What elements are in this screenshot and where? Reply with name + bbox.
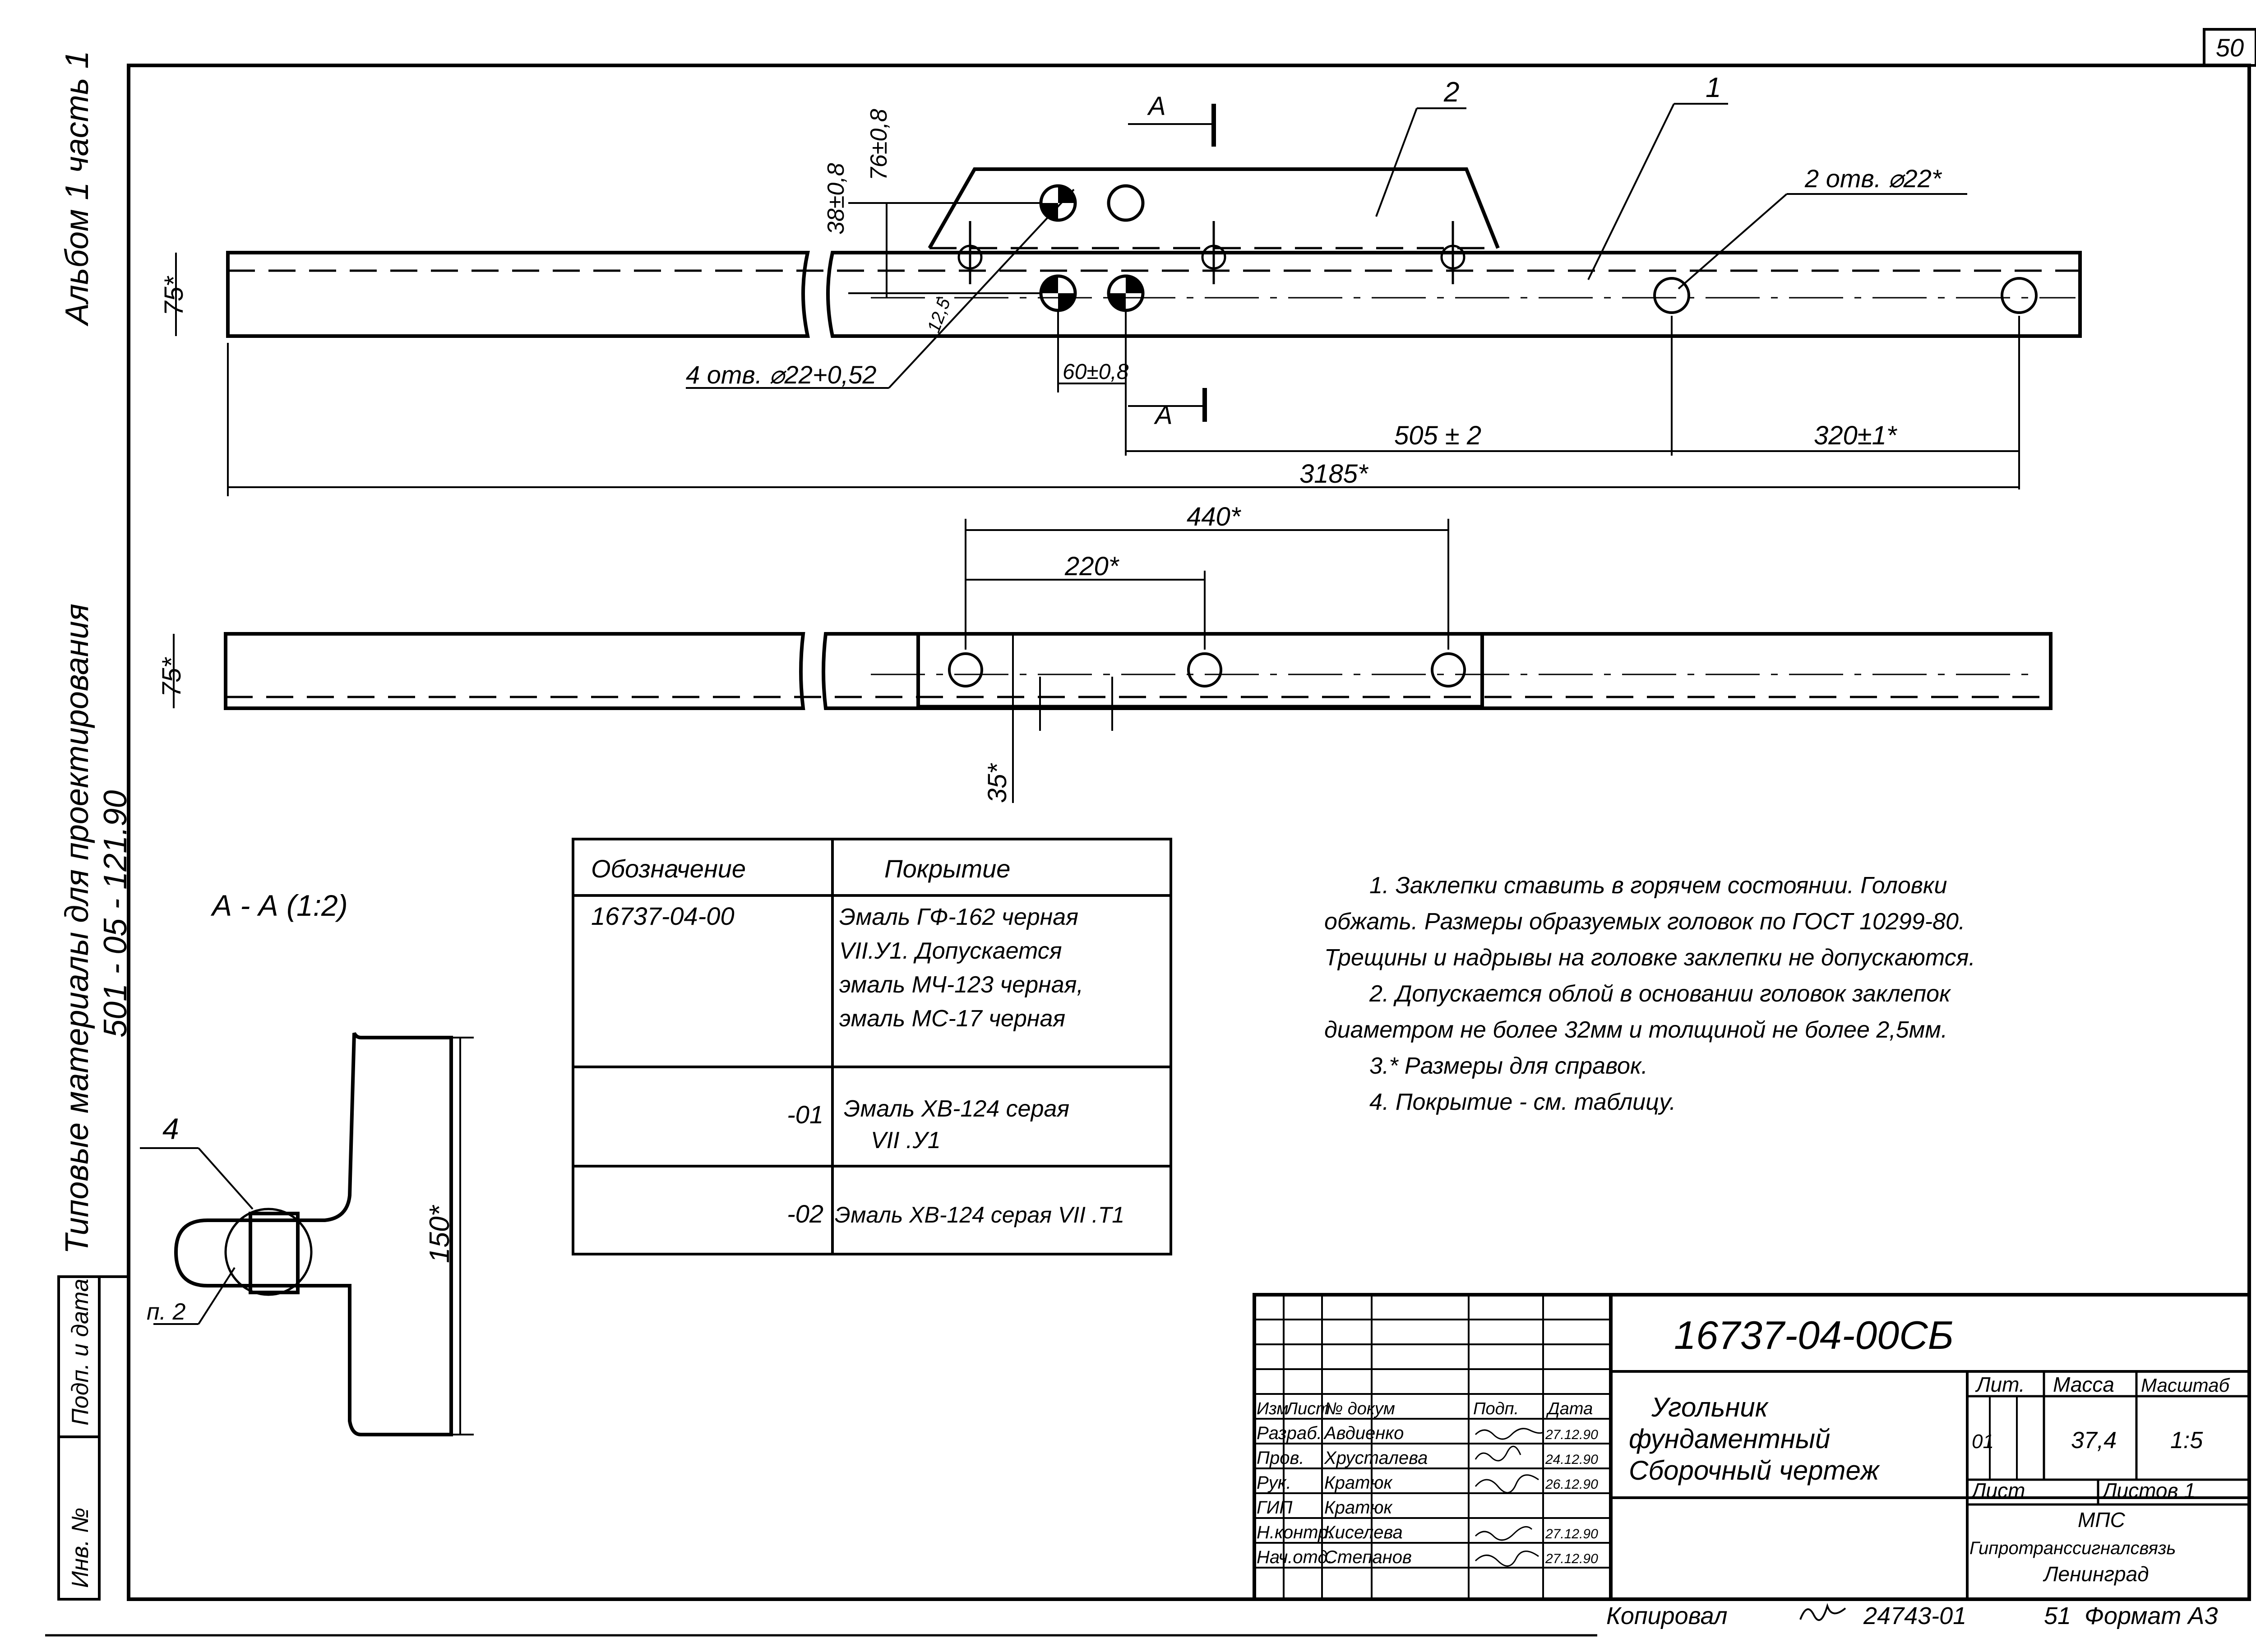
coating-row-line: VII .У1 xyxy=(871,1127,941,1154)
note-line: 3.* Размеры для справок. xyxy=(1369,1053,1648,1079)
dim-440: 440* xyxy=(1187,502,1242,531)
part-name-line: Угольник xyxy=(1651,1392,1769,1422)
album-label: Альбом 1 часть 1 xyxy=(59,51,95,327)
bottom-sheet-number: 51 xyxy=(2044,1602,2071,1629)
lit-label: Лит. xyxy=(1975,1373,2025,1396)
dim-75-top: 75* xyxy=(159,275,189,316)
coating-row-line: VII.У1. Допускается xyxy=(839,938,1062,964)
note-line: 4. Покрытие - см. таблицу. xyxy=(1369,1089,1676,1115)
person-name: Кратюк xyxy=(1324,1473,1393,1493)
person-name: Авдиенко xyxy=(1323,1423,1404,1443)
front-view xyxy=(173,519,2053,803)
dim-505: 505 ± 2 xyxy=(1394,421,1481,450)
sign-date: 27.12.90 xyxy=(1545,1527,1598,1541)
dim-38: 38±0,8 xyxy=(823,163,849,235)
role-label: Н.контр. xyxy=(1257,1523,1333,1542)
person-name: Киселева xyxy=(1324,1523,1403,1542)
section-mark-top: А xyxy=(1147,92,1166,121)
copied-by-label: Копировал xyxy=(1606,1602,1728,1629)
dim-3185: 3185* xyxy=(1299,459,1369,489)
note-line: обжать. Размеры образуемых головок по ГО… xyxy=(1324,909,1965,935)
coating-row-line: Эмаль ХВ-124 серая xyxy=(844,1096,1069,1122)
lit-value: 01 xyxy=(1972,1431,1994,1453)
coating-row-line: эмаль МС-17 черная xyxy=(839,1006,1065,1032)
dim-35: 35* xyxy=(983,762,1012,803)
note-line: 1. Заклепки ставить в горячем состоянии.… xyxy=(1369,872,1947,899)
col-header: Изм xyxy=(1257,1399,1288,1418)
mass-value: 37,4 xyxy=(2071,1427,2117,1454)
holes-4-label: 4 отв. ⌀22+0,52 xyxy=(686,360,877,389)
sign-date: 24.12.90 xyxy=(1545,1452,1598,1467)
coating-row-designation: -01 xyxy=(787,1100,823,1129)
notes: 1. Заклепки ставить в горячем состоянии.… xyxy=(1324,872,1975,1115)
dim-60: 60±0,8 xyxy=(1063,360,1129,384)
note-line: 2. Допускается облой в основании головок… xyxy=(1369,981,1951,1007)
page-number: 50 xyxy=(2216,33,2244,62)
coating-row-designation: -02 xyxy=(787,1200,823,1228)
dim-320: 320±1* xyxy=(1814,421,1898,450)
coating-row-designation: 16737-04-00 xyxy=(591,902,735,930)
sheet-label: Лист xyxy=(1970,1479,2025,1502)
person-name: Кратюк xyxy=(1324,1498,1393,1518)
callout-part-2: 2 xyxy=(1443,77,1459,108)
role-label: Нач.отд. xyxy=(1257,1547,1333,1567)
org-line: Ленинград xyxy=(2043,1562,2149,1586)
document-code: 16737-04-00СБ xyxy=(1674,1313,1954,1357)
signature-marks xyxy=(1475,1428,1544,1567)
role-label: ГИП xyxy=(1257,1498,1293,1518)
frame xyxy=(45,28,2256,1637)
sign-date: 26.12.90 xyxy=(1545,1477,1598,1492)
dim-12-5: 12,5 xyxy=(924,295,954,335)
part-name-line: фундаментный xyxy=(1629,1424,1830,1454)
section-mark-bottom: А xyxy=(1154,401,1173,430)
series-title: Типовые материалы для проектирования xyxy=(59,604,95,1254)
top-view xyxy=(175,103,2082,496)
org-line: МПС xyxy=(2078,1508,2126,1532)
section-title: А - А (1:2) xyxy=(210,889,348,922)
col-header: Дата xyxy=(1546,1399,1593,1418)
coating-header-coating: Покрытие xyxy=(884,854,1010,883)
person-name: Хрусталева xyxy=(1324,1448,1428,1468)
org-line: Гипротранссигналсвязь xyxy=(1969,1538,2176,1558)
copyist-signature xyxy=(1799,1603,1846,1621)
callout-part-4: 4 xyxy=(162,1112,179,1145)
part-name-line: Сборочный чертеж xyxy=(1629,1455,1880,1486)
coating-table xyxy=(572,838,1172,1255)
person-name: Степанов xyxy=(1324,1547,1412,1567)
mass-label: Масса xyxy=(2053,1373,2114,1396)
section-aa xyxy=(140,1032,474,1436)
format-label: Формат А3 xyxy=(2085,1602,2218,1629)
col-header: Подп. xyxy=(1473,1399,1519,1418)
note-line: Трещины и надрывы на головке заклепки не… xyxy=(1324,945,1975,971)
people-rows: Разраб. Авдиенко 27.12.90 Пров. Хрустале… xyxy=(1257,1423,1598,1567)
series-code: 501 - 05 - 121.90 xyxy=(97,790,134,1038)
col-header: № докум xyxy=(1324,1399,1395,1418)
title-block xyxy=(1253,1293,2251,1601)
scale-value: 1:5 xyxy=(2170,1427,2203,1454)
inventory-number-label: Инв. № xyxy=(67,1508,93,1588)
sign-date: 27.12.90 xyxy=(1545,1551,1598,1566)
sheets-label: Листов 1 xyxy=(2101,1479,2196,1502)
coating-row-line: Эмаль ГФ-162 черная xyxy=(839,904,1078,930)
note-line: диаметром не более 32мм и толщиной не бо… xyxy=(1324,1017,1947,1043)
callout-part-1: 1 xyxy=(1706,72,1721,103)
callout-item-p2: п. 2 xyxy=(147,1299,186,1325)
coating-row-line: Эмаль ХВ-124 серая VII .Т1 xyxy=(835,1202,1124,1227)
holes-2-label: 2 отв. ⌀22* xyxy=(1804,164,1942,193)
role-label: Рук. xyxy=(1257,1473,1291,1493)
sign-date: 27.12.90 xyxy=(1545,1427,1598,1442)
scale-label: Масштаб xyxy=(2141,1375,2230,1396)
coating-row-line: эмаль МЧ-123 черная, xyxy=(839,972,1083,998)
dim-150: 150* xyxy=(424,1205,455,1263)
role-label: Разраб. xyxy=(1257,1423,1322,1443)
dim-75-bottom: 75* xyxy=(157,656,186,697)
role-label: Пров. xyxy=(1257,1448,1304,1468)
dim-220: 220* xyxy=(1064,552,1120,581)
dim-76: 76±0,8 xyxy=(866,109,892,180)
coating-header-designation: Обозначение xyxy=(591,854,746,883)
copy-number: 24743-01 xyxy=(1863,1602,1966,1629)
sign-date-label: Подп. и дата xyxy=(67,1278,93,1426)
col-header: Лист xyxy=(1285,1399,1330,1418)
